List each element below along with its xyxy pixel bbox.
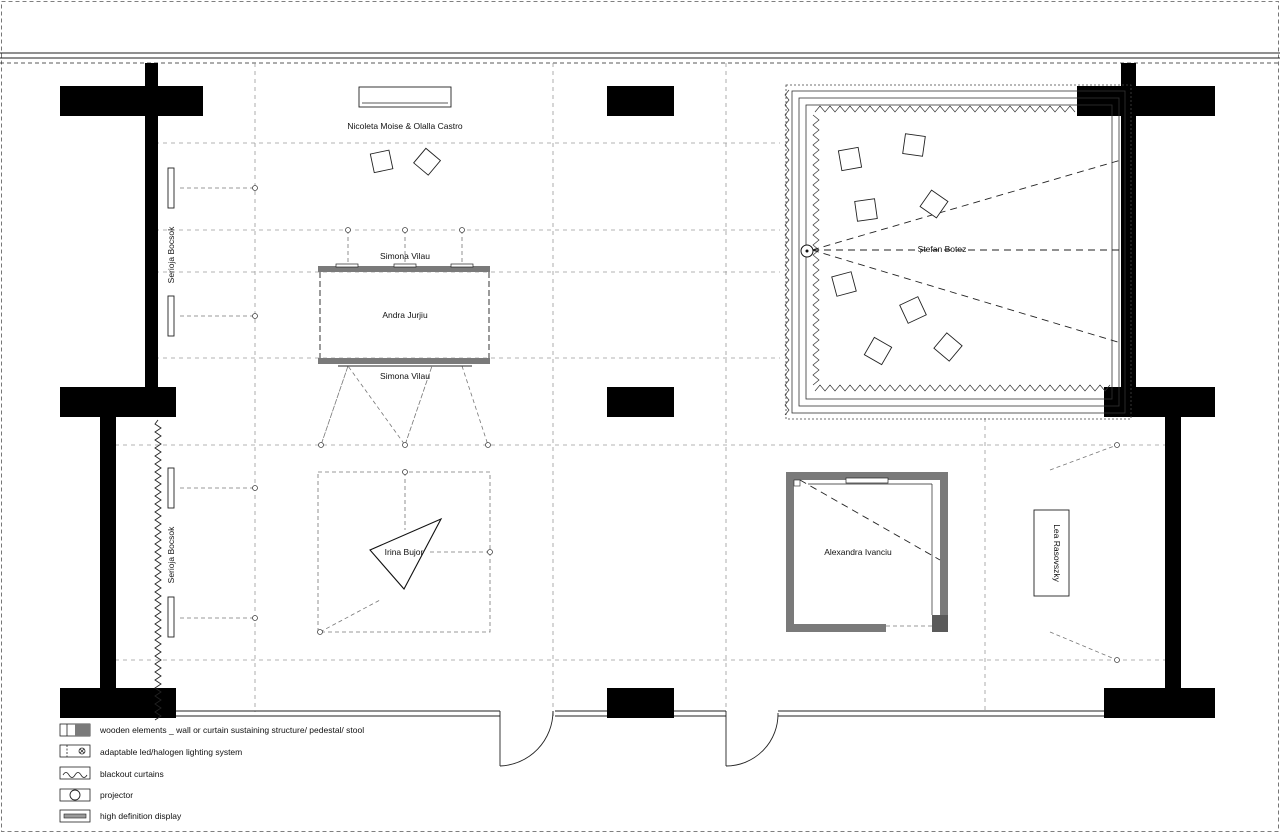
walls xyxy=(60,63,1215,718)
label-nicoleta-olalla: Nicoleta Moise & Olalla Castro xyxy=(347,121,463,131)
label-simona-top: Simona Vilau xyxy=(380,251,430,261)
nicoleta-display xyxy=(358,86,452,108)
label-irina: Irina Bujor xyxy=(385,547,424,557)
label-andra: Andra Jurjiu xyxy=(382,310,428,320)
label-serioja-top: Serioja Bocsok xyxy=(166,226,176,283)
label-simona-bottom: Simona Vilau xyxy=(380,371,430,381)
blackout-curtain xyxy=(154,419,162,721)
legend-label: high definition display xyxy=(100,811,182,821)
lighting-points xyxy=(252,185,1120,663)
stool xyxy=(369,149,394,174)
legend-label: adaptable led/halogen lighting system xyxy=(100,747,242,757)
lighting-system xyxy=(180,187,490,633)
bottom-facade xyxy=(176,710,1104,767)
stefan-room xyxy=(784,84,1132,420)
wooden-elements-icon xyxy=(59,723,91,737)
stool xyxy=(413,147,442,176)
label-serioja-bottom: Serioja Bocsok xyxy=(166,526,176,583)
display-icon xyxy=(59,809,91,823)
andra-installation xyxy=(318,263,490,367)
legend-label: wooden elements _ wall or curtain sustai… xyxy=(99,725,364,735)
label-stefan: Ștefan Botez xyxy=(918,244,967,254)
door-right xyxy=(725,711,779,767)
legend-label: blackout curtains xyxy=(100,769,164,779)
label-lea: Lea Rasovszky xyxy=(1052,524,1062,582)
lea-installation xyxy=(1033,444,1118,661)
lighting-system-icon xyxy=(59,744,91,758)
alexandra-room xyxy=(786,472,948,632)
legend: wooden elements _ wall or curtain sustai… xyxy=(59,723,364,823)
serioja-displays xyxy=(167,167,175,638)
projector-icon xyxy=(800,244,814,258)
projector-icon xyxy=(59,788,91,802)
legend-label: projector xyxy=(100,790,133,800)
label-alexandra: Alexandra Ivanciu xyxy=(824,547,892,557)
blackout-curtain-icon xyxy=(59,766,91,780)
door-left xyxy=(499,710,554,767)
